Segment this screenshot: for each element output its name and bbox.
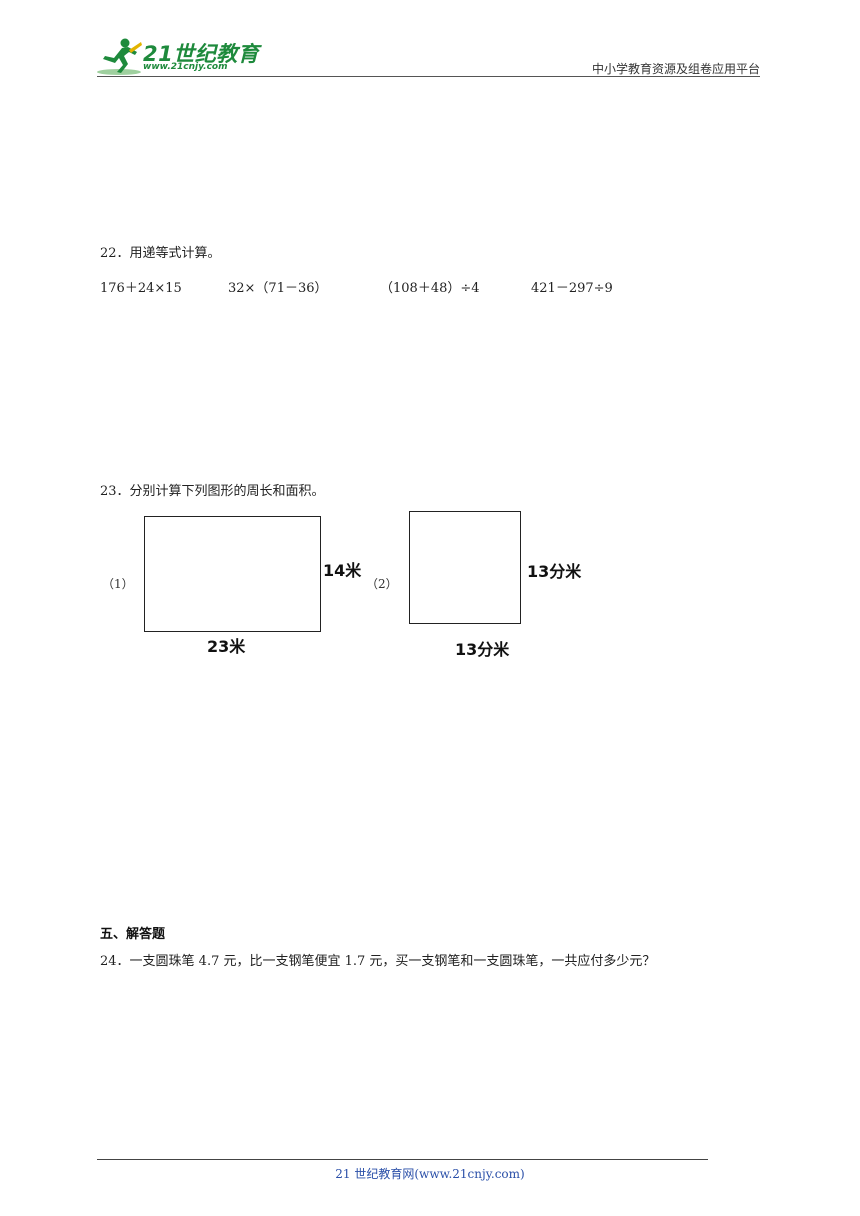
rectangle-height-label: 14米 [323,561,362,580]
footer-text: 21 世纪教育网(www.21cnjy.com) [335,1167,525,1181]
logo-text: 21世纪教育 [143,42,260,66]
figure-1-label: （1） [102,577,134,591]
question-22-title: 22．用递等式计算。 [100,246,221,261]
expression-1: 176＋24×15 [100,281,182,296]
expression-3: （108＋48）÷4 [380,281,480,296]
expression-2: 32×（71－36） [228,281,328,296]
footer-divider [97,1159,708,1160]
section-5-title: 五、解答题 [100,927,166,942]
expression-4: 421－297÷9 [531,281,613,296]
question-24-text: 24．一支圆珠笔 4.7 元，比一支钢笔便宜 1.7 元，买一支钢笔和一支圆珠笔… [100,954,656,969]
rectangle-width-label: 23米 [207,637,246,656]
header-divider [97,76,760,77]
running-figure-icon [97,38,142,75]
site-logo [95,36,260,78]
square-figure [409,511,521,624]
logo-url: www.21cnjy.com [143,62,228,72]
header-platform-name: 中小学教育资源及组卷应用平台 [591,62,760,76]
square-side-label-right: 13分米 [527,562,582,581]
square-side-label-bottom: 13分米 [455,640,510,659]
figure-2-label: （2） [366,577,398,591]
rectangle-figure [144,516,321,632]
question-23-title: 23．分别计算下列图形的周长和面积。 [100,484,325,499]
